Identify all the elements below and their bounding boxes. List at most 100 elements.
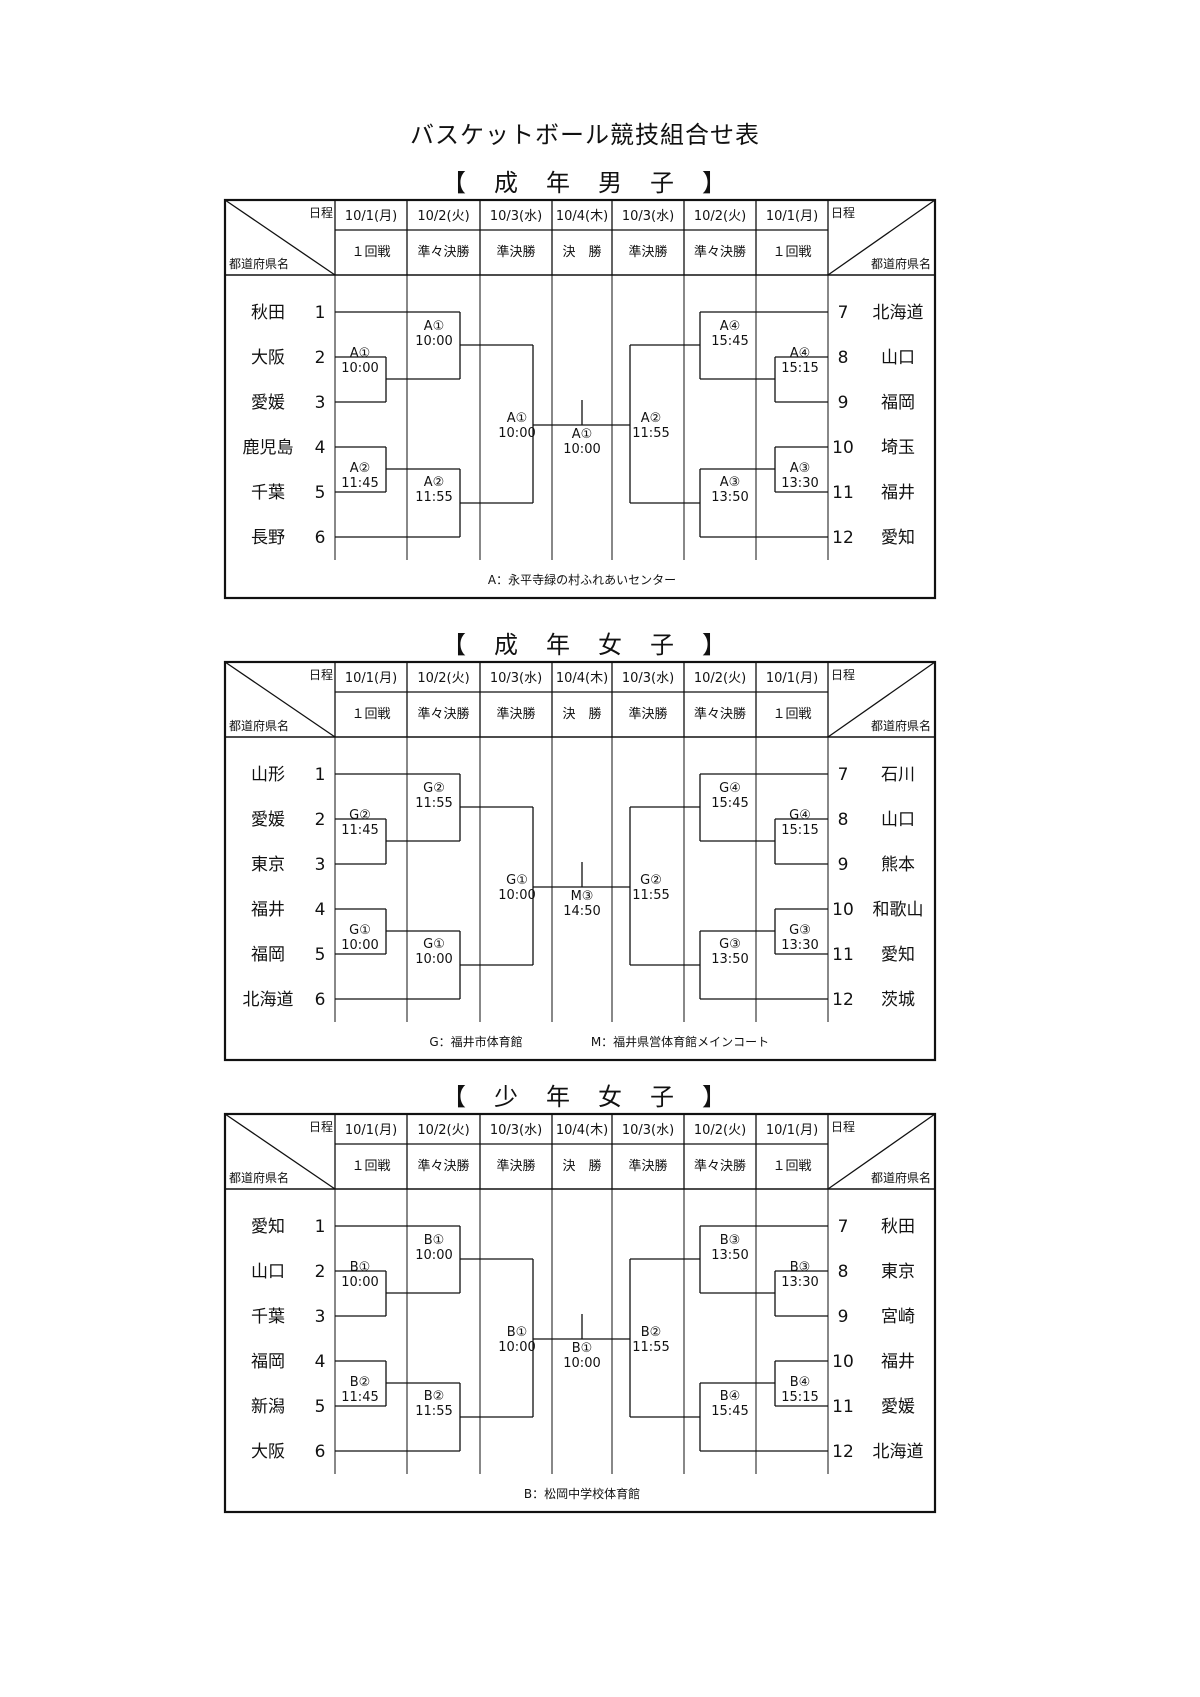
team-number: 12: [832, 990, 854, 1010]
venue-note: M：福井県営体育館メインコート: [591, 1034, 769, 1049]
match-r-r1-bot-label: B④: [790, 1375, 811, 1390]
date-header: 10/2(火): [694, 671, 746, 686]
match-final-label: B①: [572, 1341, 593, 1356]
prefecture-label: 都道府県名: [871, 256, 931, 271]
team-number: 3: [315, 855, 326, 875]
team-name: 愛知: [881, 528, 915, 548]
schedule-label: 日程: [309, 667, 333, 682]
match-l-r1-bot-time: 11:45: [341, 1390, 378, 1405]
team-number: 4: [315, 900, 326, 920]
date-header: 10/1(月): [766, 671, 818, 686]
match-r-sf-time: 11:55: [632, 888, 669, 903]
round-header: １回戦: [772, 1159, 811, 1174]
team-number: 12: [832, 1442, 854, 1462]
match-l-qf-top-time: 11:55: [415, 796, 452, 811]
team-name: 山口: [881, 810, 915, 830]
team-name: 北海道: [243, 990, 294, 1010]
team-number: 1: [315, 765, 326, 785]
team-name: 福岡: [251, 1352, 285, 1372]
match-l-r1-bot-time: 11:45: [341, 476, 378, 491]
team-number: 1: [315, 1217, 326, 1237]
schedule-label: 日程: [309, 205, 333, 220]
team-number: 6: [315, 1442, 326, 1462]
section-title-girls-youth: 【 少 年 女 子 】: [442, 1083, 728, 1111]
match-l-r1-bot-label: A②: [350, 461, 371, 476]
match-l-r1-top-label: A①: [350, 346, 371, 361]
team-name: 和歌山: [873, 900, 924, 920]
venue-note: G：福井市体育館: [429, 1034, 522, 1049]
team-name: 福岡: [251, 945, 285, 965]
round-header: １回戦: [772, 707, 811, 722]
match-l-r1-top-time: 11:45: [341, 823, 378, 838]
date-header: 10/2(火): [417, 671, 469, 686]
team-name: 熊本: [881, 855, 915, 875]
team-number: 9: [838, 393, 849, 413]
team-name: 山口: [251, 1262, 285, 1282]
round-header: 準々決勝: [694, 706, 746, 722]
match-final-time: 14:50: [563, 904, 600, 919]
match-r-qf-bot-time: 15:45: [711, 1404, 748, 1419]
team-name: 東京: [881, 1262, 915, 1282]
team-name: 愛媛: [881, 1397, 915, 1417]
match-r-qf-bot-time: 13:50: [711, 490, 748, 505]
match-l-qf-bot-time: 10:00: [415, 952, 452, 967]
date-header: 10/4(木): [556, 671, 608, 686]
team-number: 10: [832, 1352, 854, 1372]
team-name: 秋田: [881, 1217, 915, 1237]
round-header: 準決勝: [628, 1158, 667, 1174]
match-final-label: M③: [571, 889, 594, 904]
match-r-sf-label: G②: [640, 873, 662, 888]
team-name: 福井: [881, 1352, 915, 1372]
match-r-sf-label: B②: [641, 1325, 662, 1340]
match-r-r1-top-time: 15:15: [781, 823, 818, 838]
date-header: 10/3(水): [622, 671, 674, 686]
team-number: 3: [315, 1307, 326, 1327]
team-number: 7: [838, 1217, 849, 1237]
match-l-r1-top-time: 10:00: [341, 1275, 378, 1290]
round-header: 準々決勝: [417, 1158, 469, 1174]
team-name: 山形: [251, 765, 285, 785]
match-r-sf-time: 11:55: [632, 1340, 669, 1355]
venue-note: A：永平寺緑の村ふれあいセンター: [488, 572, 676, 587]
date-header: 10/1(月): [345, 1123, 397, 1138]
diagonal-left-line: [224, 661, 336, 738]
match-r-sf-time: 11:55: [632, 426, 669, 441]
bracket-frame: [223, 198, 937, 600]
bracket-women-adult: 日程都道府県名日程都道府県名10/1(月)１回戦10/2(火)準々決勝10/3(…: [223, 660, 937, 1062]
match-r-qf-bot-label: A③: [720, 475, 741, 490]
match-r-r1-bot-label: A③: [790, 461, 811, 476]
match-r-qf-top-label: G④: [719, 781, 741, 796]
date-header: 10/1(月): [345, 209, 397, 224]
date-header: 10/2(火): [417, 209, 469, 224]
section-title-men-adult: 【 成 年 男 子 】: [442, 169, 728, 197]
bracket-frame: [223, 1112, 937, 1514]
date-header: 10/2(火): [417, 1123, 469, 1138]
team-number: 6: [315, 990, 326, 1010]
date-header: 10/3(水): [490, 671, 542, 686]
match-l-qf-bot-label: G①: [423, 937, 445, 952]
match-l-qf-top-label: G②: [423, 781, 445, 796]
prefecture-label: 都道府県名: [229, 256, 289, 271]
prefecture-label: 都道府県名: [229, 1170, 289, 1185]
round-header: １回戦: [772, 245, 811, 260]
date-header: 10/3(水): [490, 1123, 542, 1138]
team-name: 愛媛: [251, 393, 285, 413]
match-l-r1-top-label: B①: [350, 1260, 371, 1275]
team-number: 10: [832, 438, 854, 458]
team-name: 長野: [251, 528, 285, 548]
schedule-label: 日程: [831, 1119, 855, 1134]
round-header: 決 勝: [562, 245, 601, 260]
match-r-r1-bot-time: 15:15: [781, 1390, 818, 1405]
team-name: 福井: [251, 900, 285, 920]
team-number: 5: [315, 483, 326, 503]
prefecture-label: 都道府県名: [871, 1170, 931, 1185]
match-l-qf-bot-time: 11:55: [415, 490, 452, 505]
team-name: 鹿児島: [243, 438, 294, 458]
diagonal-left-line: [224, 199, 336, 276]
team-number: 5: [315, 1397, 326, 1417]
team-number: 2: [315, 348, 326, 368]
round-header: 準々決勝: [694, 1158, 746, 1174]
round-header: １回戦: [351, 1159, 390, 1174]
date-header: 10/4(木): [556, 209, 608, 224]
date-header: 10/1(月): [345, 671, 397, 686]
